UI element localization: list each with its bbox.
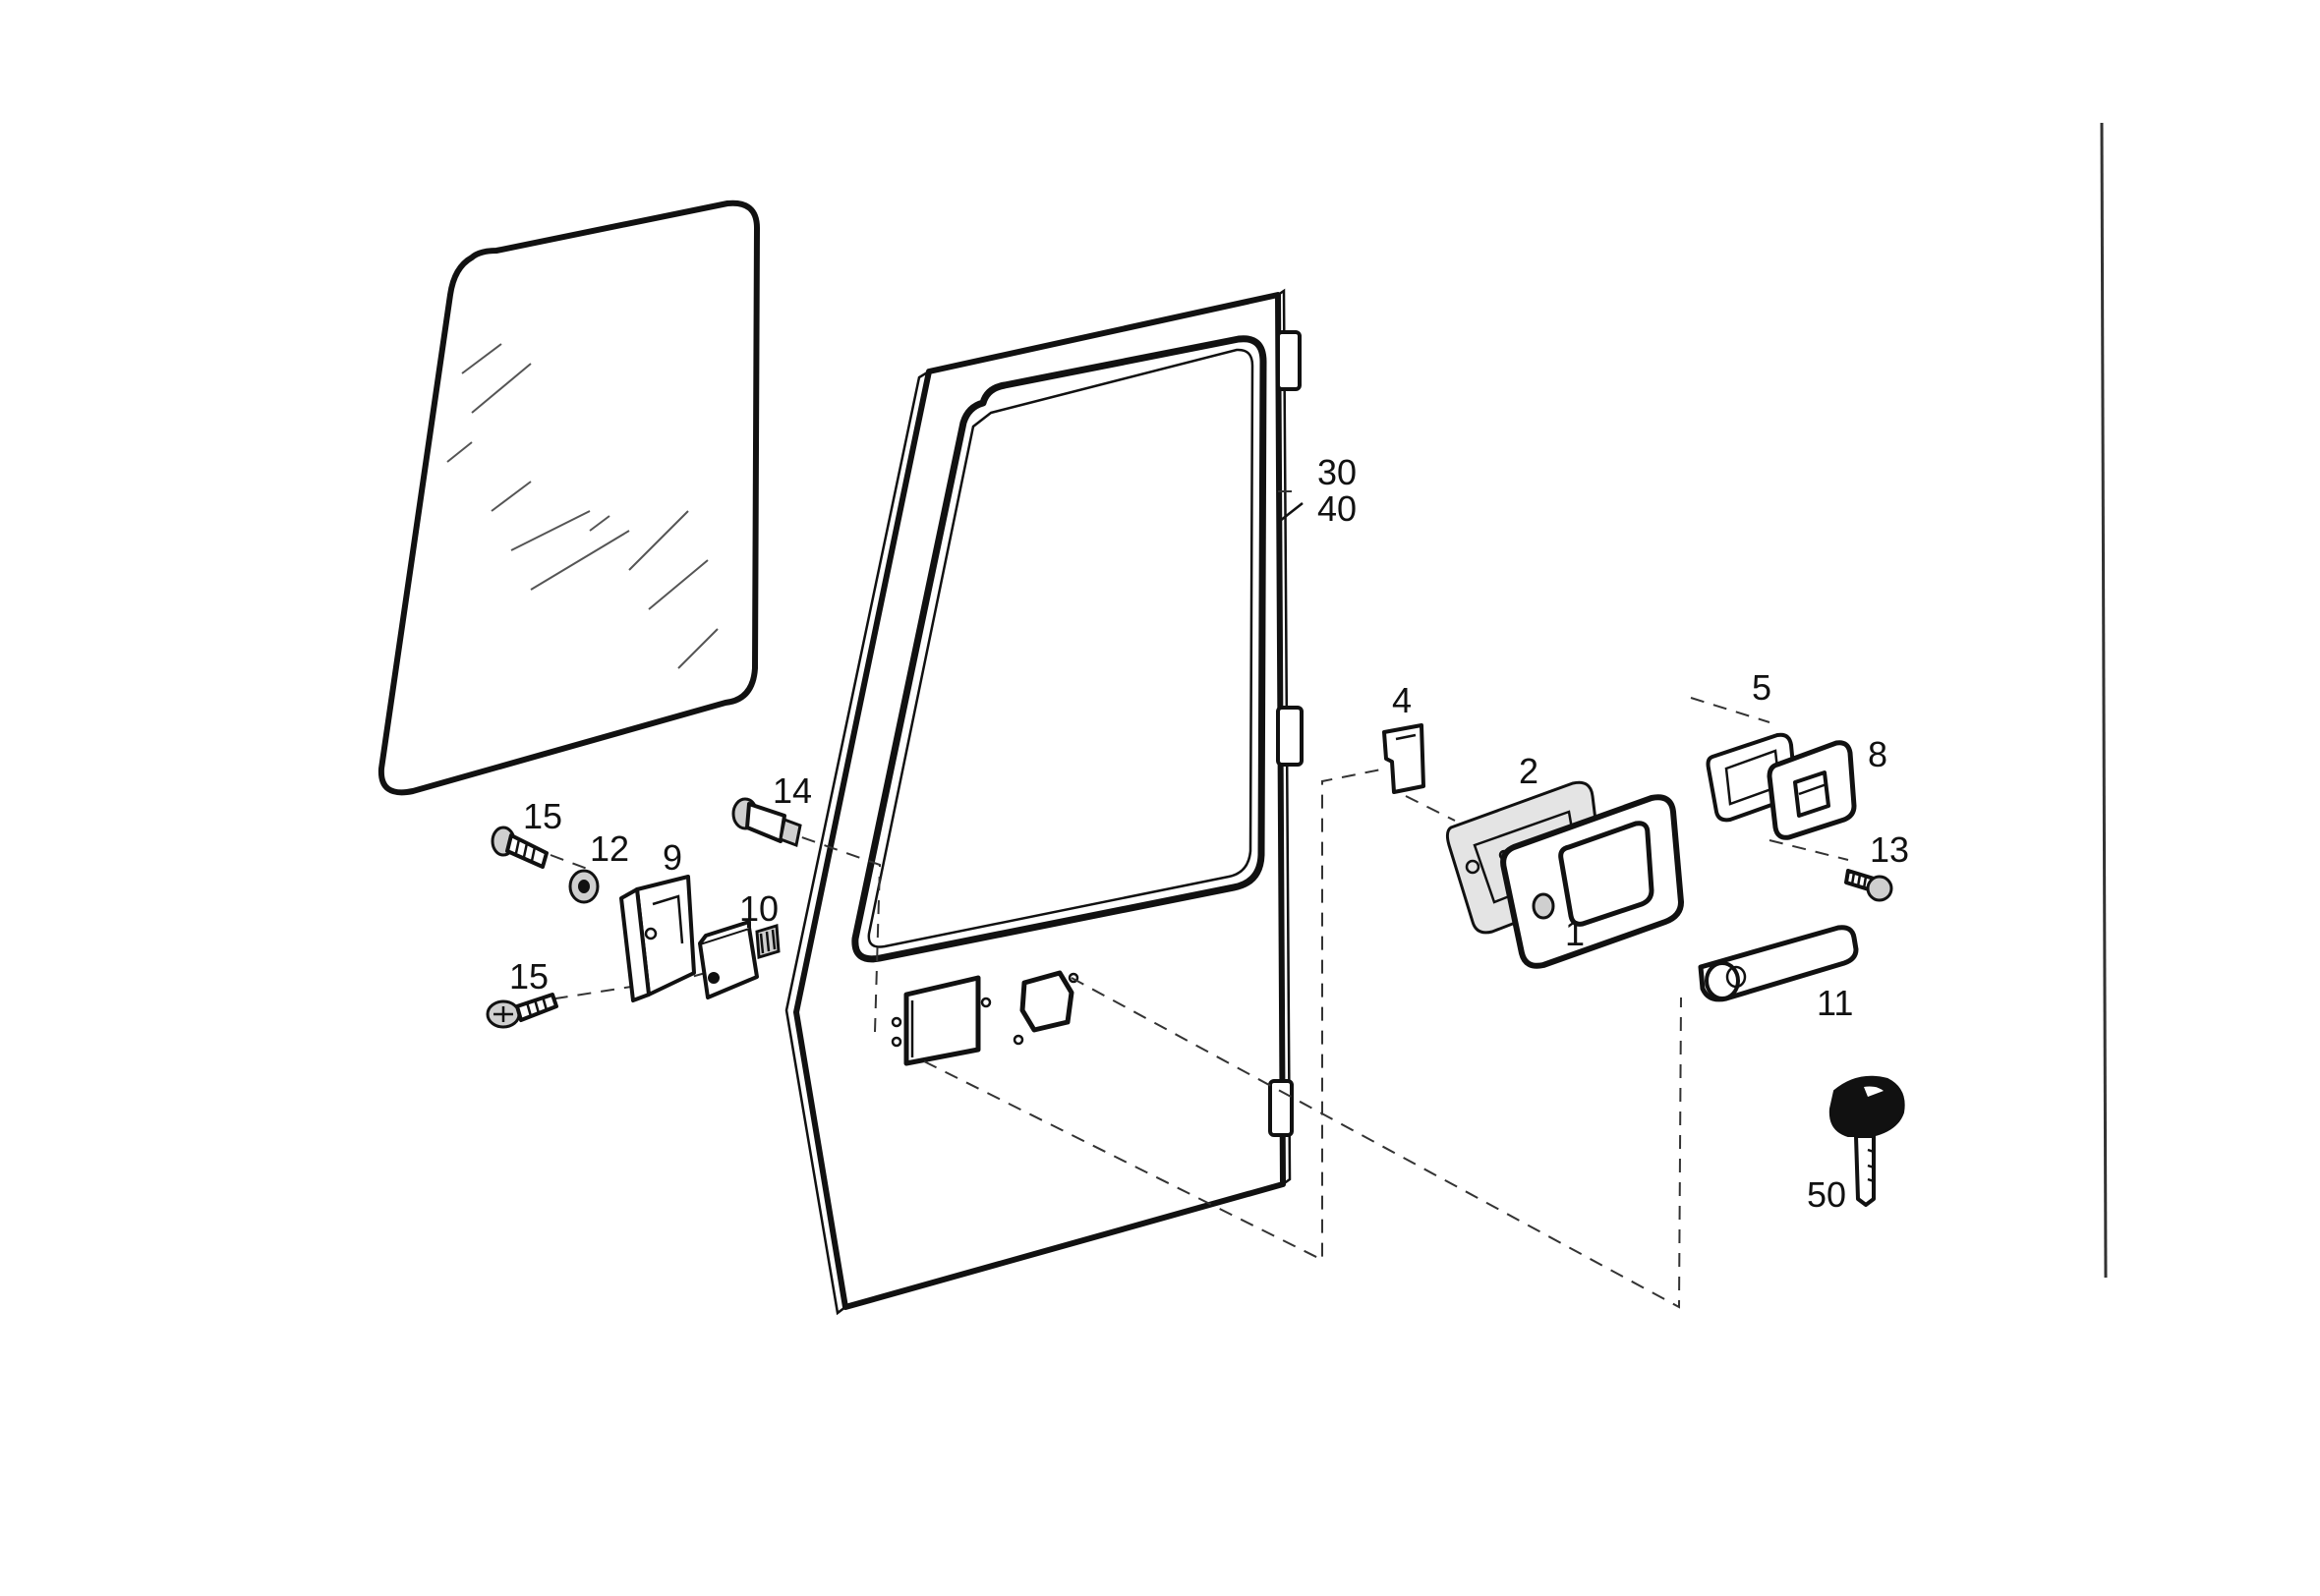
- page-margin-line: [2100, 122, 2108, 1279]
- screw-13: [1844, 869, 1893, 902]
- lock-bracket-9: [619, 875, 696, 1002]
- screw-15-lower: [486, 993, 558, 1029]
- callout-2: 2: [1519, 751, 1538, 791]
- callout-4: 4: [1392, 680, 1412, 720]
- handle-bezel-1: [1500, 794, 1684, 969]
- callout-5: 5: [1752, 667, 1771, 708]
- door-lock-cutouts: [891, 970, 1079, 1066]
- callout-15-lower: 15: [509, 956, 549, 997]
- door-hinges: [1268, 330, 1304, 1137]
- callout-11: 11: [1817, 983, 1853, 1023]
- callout-1: 1: [1565, 913, 1585, 953]
- callout-10: 10: [739, 888, 779, 929]
- callout-9: 9: [663, 837, 682, 878]
- door-panel: [784, 288, 1292, 1316]
- callout-14: 14: [773, 770, 812, 811]
- latch-bar-11: [1698, 925, 1859, 1002]
- window-glass-pane: [377, 200, 760, 796]
- lock-plate-8: [1767, 740, 1857, 840]
- callout-13: 13: [1870, 829, 1909, 870]
- bolt-14: [731, 797, 802, 848]
- callout-8: 8: [1868, 734, 1887, 774]
- callout-40: 40: [1317, 488, 1357, 529]
- callout-30: 30: [1317, 452, 1357, 492]
- assembly-lines: [530, 490, 1849, 1309]
- clip-4: [1382, 723, 1425, 794]
- callout-15-upper: 15: [523, 796, 562, 836]
- lock-body-10: [698, 920, 781, 999]
- key-50: [1828, 1075, 1905, 1207]
- screw-15-upper: [491, 826, 549, 869]
- callout-50: 50: [1807, 1174, 1846, 1215]
- leader-30-40: [1279, 502, 1304, 522]
- washer-12: [568, 869, 600, 904]
- callout-12: 12: [590, 828, 629, 869]
